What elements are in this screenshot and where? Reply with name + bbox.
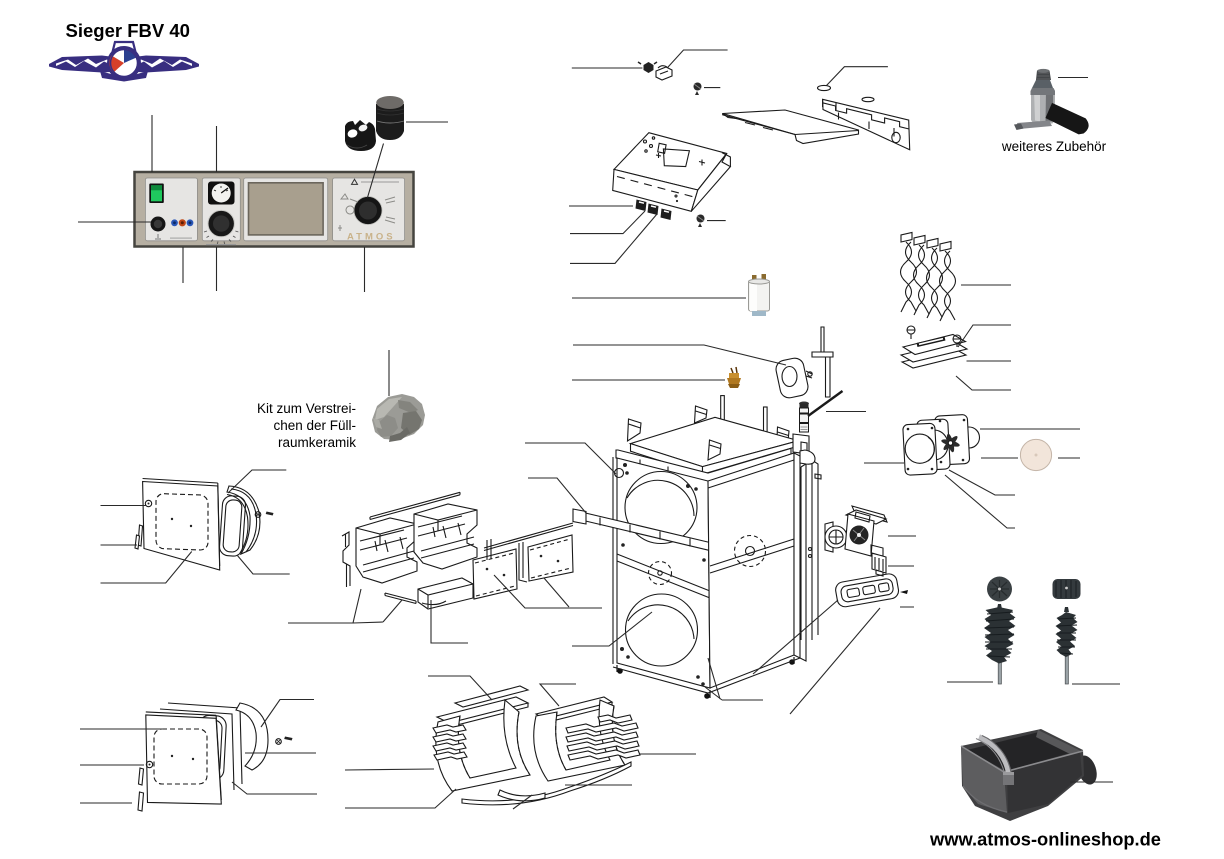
svg-text:raumkeramik: raumkeramik xyxy=(278,435,356,450)
svg-text:ATMOS: ATMOS xyxy=(347,232,396,243)
svg-text:www.atmos-onlineshop.de: www.atmos-onlineshop.de xyxy=(929,829,1161,850)
svg-text:chen der Füll-: chen der Füll- xyxy=(273,418,356,433)
svg-text:weiteres Zubehör: weiteres Zubehör xyxy=(1001,139,1107,154)
svg-text:Kit zum Verstrei-: Kit zum Verstrei- xyxy=(257,401,356,416)
svg-text:Sieger FBV 40: Sieger FBV 40 xyxy=(66,20,190,41)
